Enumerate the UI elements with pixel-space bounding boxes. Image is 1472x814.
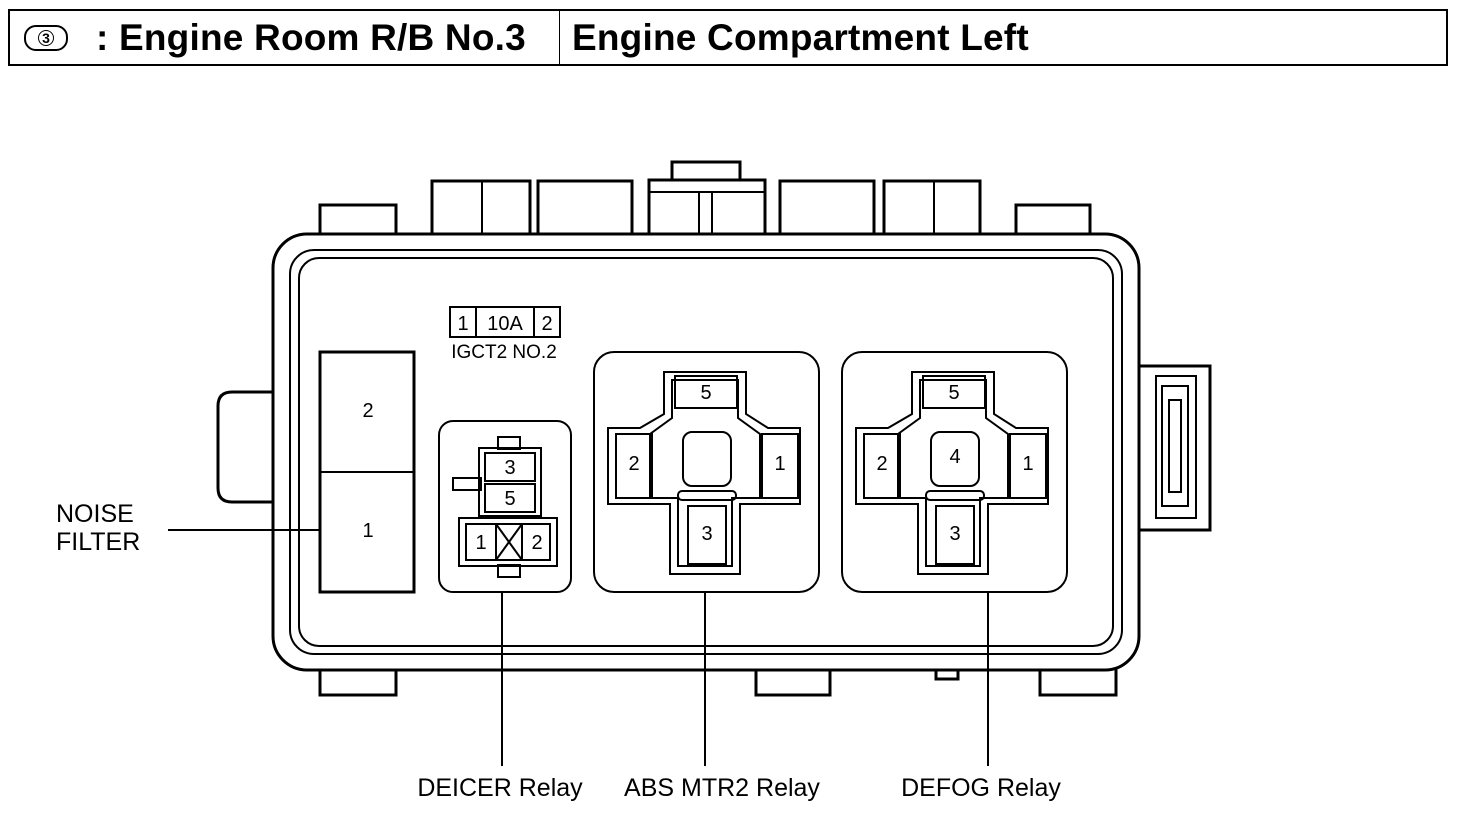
header-bar: 3 : Engine Room R/B No.3 Engine Compartm…	[8, 9, 1448, 66]
header-right-cell: Engine Compartment Left	[560, 11, 1446, 64]
connector-badge-icon: 3	[24, 24, 68, 51]
fuse-pin-right: 2	[541, 313, 552, 335]
defog-pin-5: 5	[948, 382, 959, 404]
defog-pin-2: 2	[876, 453, 887, 475]
abs-pin-5: 5	[700, 382, 711, 404]
abs-pin-1: 1	[774, 453, 785, 475]
abs-mtr2-relay-label: ABS MTR2 Relay	[624, 774, 820, 802]
defog-relay-label: DEFOG Relay	[901, 774, 1061, 802]
deicer-pin-1: 1	[475, 532, 486, 554]
deicer-relay-label: DEICER Relay	[417, 774, 583, 802]
noise-filter-slot-1: 1	[362, 520, 373, 542]
fuse-igct2-no2: 1 10A 2 IGCT2 NO.2	[449, 306, 561, 363]
defog-pin-4: 4	[949, 446, 960, 468]
noise-filter-label-line2: FILTER	[56, 528, 140, 556]
badge-number: 3	[38, 29, 54, 46]
fuse-pin-left: 1	[457, 313, 468, 335]
relay-block-title: : Engine Room R/B No.3	[96, 16, 526, 58]
fuse-name: IGCT2 NO.2	[451, 342, 557, 363]
defog-relay: 5 2 1 4 3 DEFOG Relay	[841, 351, 1068, 802]
defog-pin-1: 1	[1022, 453, 1033, 475]
abs-pin-3: 3	[701, 523, 712, 545]
abs-pin-2: 2	[628, 453, 639, 475]
defog-pin-3: 3	[949, 523, 960, 545]
deicer-pin-5: 5	[504, 488, 515, 510]
deicer-pin-3: 3	[504, 457, 515, 479]
noise-filter-slot-2: 2	[362, 400, 373, 422]
noise-filter-label-line1: NOISE	[56, 500, 134, 528]
header-left-cell: 3 : Engine Room R/B No.3	[10, 11, 560, 64]
location-title: Engine Compartment Left	[572, 16, 1029, 58]
deicer-pin-2: 2	[531, 532, 542, 554]
noise-filter: 2 1 NOISE FILTER	[56, 350, 416, 594]
fuse-rating: 10A	[487, 313, 523, 335]
deicer-relay: 3 5 1 2 DEICER Relay	[417, 420, 583, 802]
abs-mtr2-relay: 5 2 1 3 ABS MTR2 Relay	[593, 351, 820, 802]
